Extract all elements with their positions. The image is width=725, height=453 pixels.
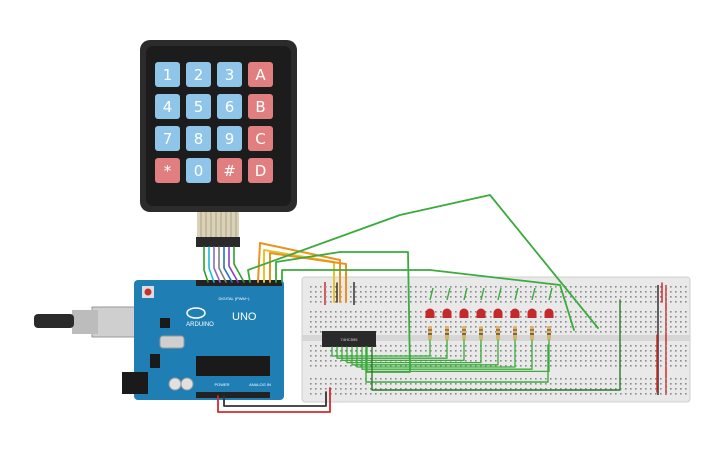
key-label: 0 [194,162,204,180]
resistor-8 [547,326,551,340]
led-6 [510,287,520,340]
key-label: 3 [225,66,235,84]
led-array [425,287,554,340]
key-3-2[interactable]: # [217,158,242,183]
resistor-2 [445,326,449,340]
wire-keypad-3 [213,246,221,283]
key-label: 5 [194,98,204,116]
resistor-7 [530,326,534,340]
key-label: # [223,162,236,180]
power-label: POWER [214,382,229,387]
led-1 [425,287,435,340]
key-0-1[interactable]: 2 [186,62,211,87]
digital-header [196,280,282,286]
key-label: D [255,162,267,180]
digital-label: DIGITAL (PWM~) [219,296,251,301]
arduino-uno[interactable]: ARDUINO UNO DIGITAL (PWM~) POWER ANALOG … [34,280,284,400]
key-label: 8 [194,130,204,148]
key-label: 7 [163,130,173,148]
led-4 [476,287,486,340]
key-2-3[interactable]: C [248,126,273,151]
led-8 [544,287,554,340]
wires [203,194,663,413]
led-2 [442,287,452,340]
key-2-1[interactable]: 8 [186,126,211,151]
shift-register-ic[interactable]: 74HC595 [322,331,376,347]
wire-keypad-5 [223,246,233,283]
led-5 [493,287,503,340]
key-label: 4 [163,98,173,116]
keypad-ribbon [196,212,240,247]
wire-green-3 [281,269,575,331]
ic-label: 74HC595 [341,337,359,342]
key-1-2[interactable]: 6 [217,94,242,119]
atmega-chip [196,356,270,376]
power-jack [122,372,148,394]
key-3-1[interactable]: 0 [186,158,211,183]
key-0-0[interactable]: 1 [155,62,180,87]
wire-orange-2 [269,252,347,303]
usb-port [91,306,137,338]
resistor-3 [462,326,466,340]
arduino-logo-icon [186,307,206,319]
wire-keypad-7 [233,246,245,283]
key-label: 2 [194,66,204,84]
wire-gnd [223,391,327,407]
key-label: C [255,130,265,148]
key-1-3[interactable]: B [248,94,273,119]
key-label: 9 [225,130,235,148]
power-analog-header [196,392,270,398]
resistor-1 [428,326,432,340]
arduino-brand: ARDUINO [186,322,214,328]
usb-cable [34,314,74,328]
led-7 [527,287,537,340]
usb-plug [72,310,98,334]
key-0-2[interactable]: 3 [217,62,242,87]
wire-red-power [217,387,331,413]
analog-label: ANALOG IN [249,382,271,387]
wire-keypad-2 [208,246,215,283]
wire-keypad-6 [228,246,239,283]
keypad-header-connector [196,237,240,247]
resistor-4 [479,326,483,340]
led-3 [459,287,469,340]
key-2-0[interactable]: 7 [155,126,180,151]
key-label: * [164,162,172,180]
wire-keypad-4 [218,246,227,283]
key-2-2[interactable]: 9 [217,126,242,151]
key-label: 1 [163,66,173,84]
key-label: 6 [225,98,235,116]
wire-green-long [247,194,599,329]
resistor-5 [496,326,500,340]
wire-yellow [263,249,335,303]
key-1-0[interactable]: 4 [155,94,180,119]
key-label: B [255,98,265,116]
crystal [159,335,185,349]
wire-keypad-1 [203,246,209,283]
key-1-1[interactable]: 5 [186,94,211,119]
keypad[interactable]: 1 2 3 A 4 5 6 B 7 8 9 C * 0 # D [140,40,297,212]
key-3-3[interactable]: D [248,158,273,183]
key-label: A [255,66,266,84]
key-0-3[interactable]: A [248,62,273,87]
arduino-model: UNO [232,311,257,323]
key-3-0[interactable]: * [155,158,180,183]
resistor-6 [513,326,517,340]
